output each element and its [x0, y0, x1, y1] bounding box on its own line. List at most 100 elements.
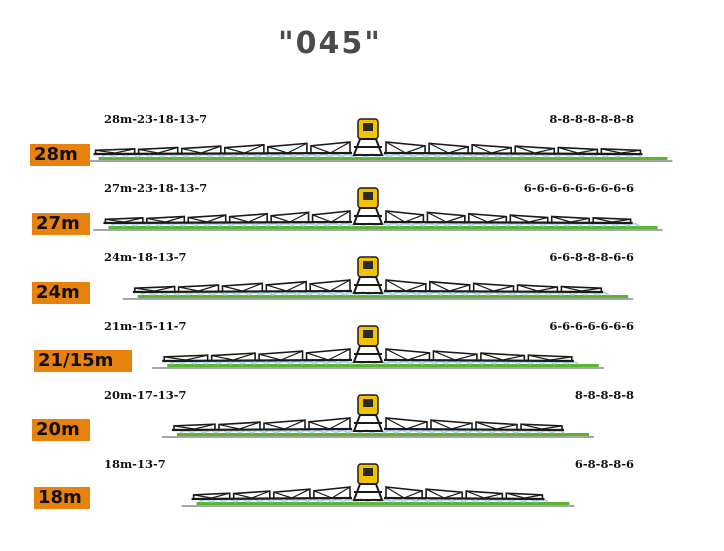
truss-diagonal [267, 142, 308, 154]
spray-arc [383, 429, 397, 434]
spray-arc [342, 498, 357, 503]
spray-arc [266, 222, 281, 227]
spray-arc [325, 360, 339, 365]
spray-arc [505, 360, 519, 365]
truss-diagonal [528, 354, 572, 361]
spray-arc [460, 153, 475, 158]
boom-illustration [93, 187, 663, 231]
truss-diagonal [468, 213, 507, 223]
truss-diagonal [475, 421, 518, 430]
truss-diagonal [429, 281, 470, 292]
truss-diagonal [309, 279, 351, 292]
spray-arc [486, 498, 501, 503]
spray-arc [500, 291, 514, 296]
truss-diagonal [385, 348, 430, 361]
tractor-icon [352, 394, 384, 432]
spray-arc [244, 153, 259, 158]
centre-frame [352, 345, 384, 363]
spray-arc [496, 153, 511, 158]
spray-arc [232, 153, 247, 158]
truss-diagonal [95, 148, 135, 154]
spray-arc [448, 153, 463, 158]
boom-rail [383, 151, 643, 156]
spray-arc [294, 498, 309, 503]
spray-arc [311, 429, 325, 434]
spray-arc [398, 222, 413, 227]
spray-arc [388, 153, 403, 158]
truss-section [173, 423, 216, 429]
truss-diagonal [561, 286, 602, 292]
spray-arc [532, 153, 547, 158]
right-boom [383, 417, 565, 432]
spray-arc [236, 291, 250, 296]
spray-arc [450, 498, 465, 503]
ground-strip [167, 364, 599, 367]
boom-illustration [83, 118, 673, 162]
truss-section [514, 145, 556, 153]
truss-section [385, 348, 431, 360]
tractor-icon [352, 325, 384, 363]
truss-diagonal [173, 423, 216, 430]
spray-arc [626, 222, 641, 227]
truss-section [429, 280, 471, 291]
spray-arc [284, 291, 298, 296]
truss-diagonal [385, 417, 428, 430]
tractor-window [363, 192, 373, 200]
right-boom [383, 348, 574, 363]
truss-diagonal [558, 146, 598, 154]
truss-diagonal [218, 421, 261, 430]
boom-rail [191, 496, 353, 501]
spray-arc [455, 429, 469, 434]
spray-arc [278, 222, 293, 227]
spray-arc [330, 498, 345, 503]
truss-diagonal [229, 213, 268, 223]
spray-arc [287, 429, 301, 434]
spray-arc [338, 222, 353, 227]
truss-section [272, 488, 311, 498]
truss-section [232, 490, 271, 498]
truss-diagonal [385, 141, 426, 154]
truss-diagonal [520, 423, 563, 430]
truss-diagonal [430, 419, 473, 430]
spray-arc [316, 153, 331, 158]
truss-section [520, 423, 563, 429]
truss-section [557, 146, 599, 153]
truss-section [134, 285, 176, 291]
left-boom [171, 417, 353, 432]
spray-arc [206, 222, 221, 227]
boom-rail [383, 358, 574, 363]
left-boom [103, 210, 353, 225]
spray-arc [224, 291, 238, 296]
truss-section [210, 352, 256, 360]
spray-arc [314, 222, 329, 227]
truss-diagonal [222, 282, 263, 292]
spray-arc [438, 498, 453, 503]
boom-row: 28m-23-18-13-7 8-8-8-8-8-8-8 28m [0, 112, 724, 180]
truss-diagonal [263, 419, 306, 430]
truss-section [465, 490, 504, 498]
truss-diagonal [312, 210, 351, 223]
left-boom [132, 279, 353, 294]
truss-diagonal [510, 214, 548, 223]
spray-arc [160, 153, 175, 158]
spray-arc [412, 153, 427, 158]
truss-diagonal [310, 141, 351, 154]
spray-arc [194, 222, 209, 227]
truss-section [472, 282, 515, 291]
spray-arc [476, 291, 490, 296]
spray-arc [395, 429, 409, 434]
spray-arc [275, 429, 289, 434]
width-badge: 24m [32, 282, 90, 304]
right-boom [383, 210, 633, 225]
truss-section [430, 419, 473, 429]
spray-arc [462, 498, 477, 503]
width-badge: 28m [30, 144, 90, 166]
boom-rail [93, 151, 353, 156]
truss-diagonal [270, 211, 309, 223]
spray-arc [402, 498, 417, 503]
truss-diagonal [134, 286, 175, 292]
boom-row: 27m-23-18-13-7 6-6-6-6-6-6-6-6-6 27m [0, 181, 724, 249]
spray-arc [503, 429, 517, 434]
spray-arc [376, 153, 391, 158]
right-boom [383, 279, 604, 294]
